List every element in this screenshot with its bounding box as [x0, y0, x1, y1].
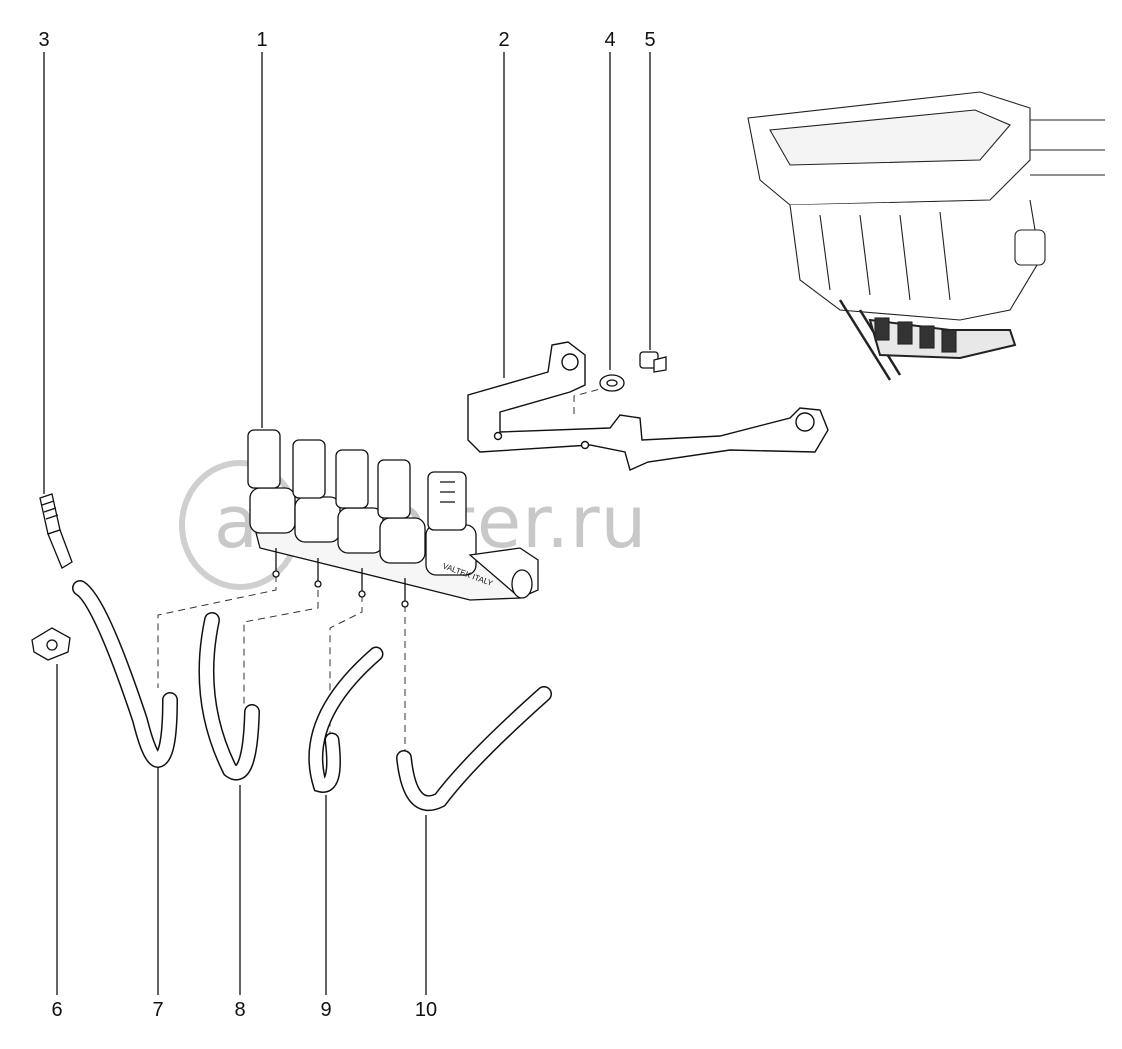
- hose-part-10-inner: [397, 687, 551, 810]
- callout-3: 3: [38, 29, 50, 51]
- callout-7: 7: [152, 999, 164, 1021]
- callout-9: 9: [320, 999, 332, 1021]
- injector-rail-part-1: VALTEK ITALY: [247, 429, 539, 608]
- callout-1: 1: [256, 29, 268, 51]
- leader-lines: [43, 52, 651, 995]
- fitting-part-3: [39, 493, 73, 569]
- callout-4: 4: [604, 29, 616, 51]
- hose-part-8-inner: [199, 613, 259, 779]
- hose-part-7-inner: [73, 581, 177, 767]
- bracket-part-2: [467, 341, 829, 471]
- engine-assembly: [747, 91, 1105, 381]
- callout-8: 8: [234, 999, 246, 1021]
- clamp-part-6: [31, 627, 71, 661]
- bolt-part-5: [639, 351, 667, 373]
- callout-5: 5: [644, 29, 656, 51]
- callout-6: 6: [51, 999, 63, 1021]
- callout-10: 10: [414, 999, 438, 1021]
- washer-part-4: [599, 374, 625, 392]
- callout-2: 2: [498, 29, 510, 51]
- hose-part-9-inner: [309, 648, 382, 792]
